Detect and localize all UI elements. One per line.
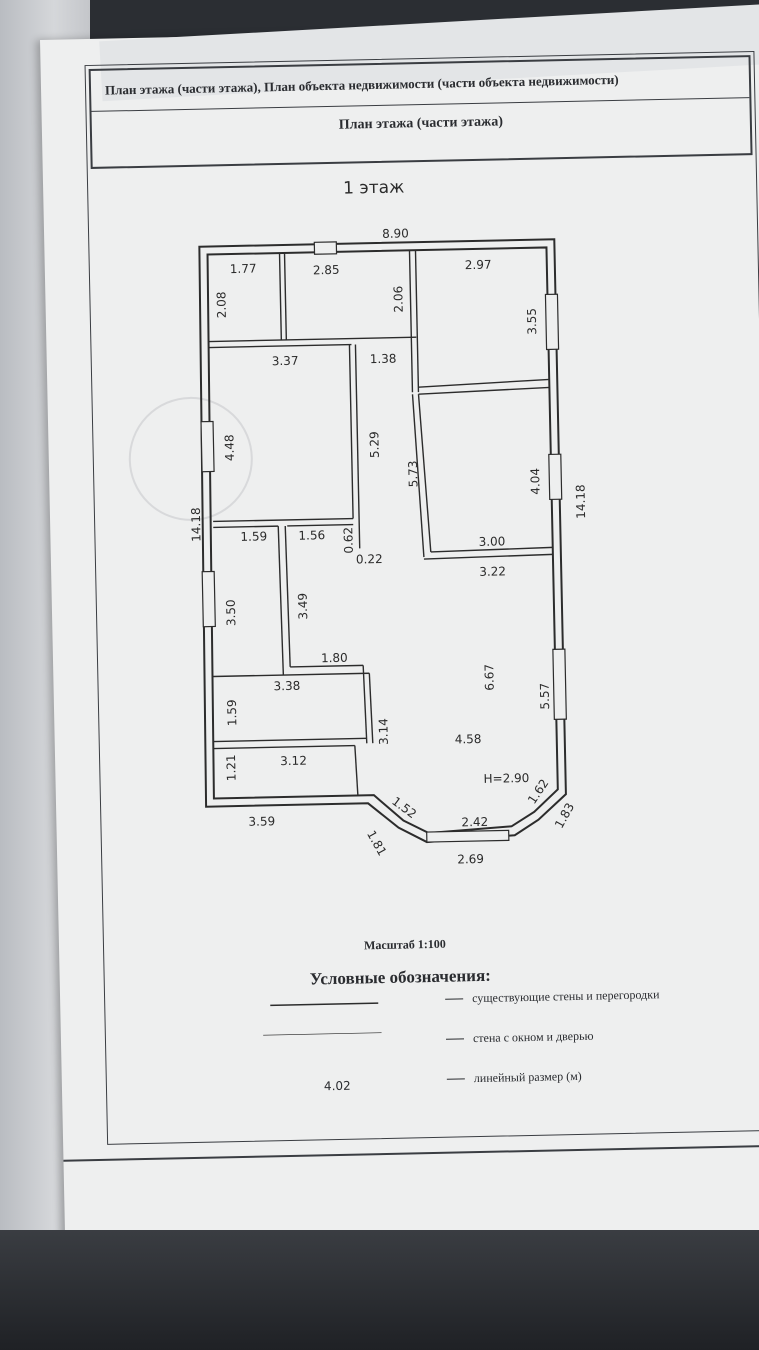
window-right-2 xyxy=(548,453,563,501)
dimension-label: 1.59 xyxy=(225,699,240,726)
window-left-1 xyxy=(200,420,215,473)
wall xyxy=(417,394,432,552)
scale-label: Масштаб 1:100 xyxy=(363,936,446,953)
dimension-label: 3.50 xyxy=(224,599,239,626)
dimension-label: 4.48 xyxy=(222,434,237,461)
wall xyxy=(411,394,425,558)
dimension-label: 3.00 xyxy=(478,534,505,549)
dimension-label: 3.12 xyxy=(280,754,307,769)
dimension-label: 1.81 xyxy=(364,828,389,858)
wall xyxy=(418,378,550,388)
wall xyxy=(213,525,279,529)
wall xyxy=(209,336,417,343)
dimension-label: 3.14 xyxy=(376,718,391,745)
window-right-1 xyxy=(544,293,560,351)
wall xyxy=(418,386,550,395)
dimension-label: 1.80 xyxy=(321,651,348,666)
wall xyxy=(213,672,370,678)
wall xyxy=(362,665,368,744)
page-frame-bottom xyxy=(63,1144,759,1162)
dimension-label: 2.42 xyxy=(461,815,488,830)
dimension-label: 2.69 xyxy=(457,852,484,867)
dimension-label: 3.55 xyxy=(525,308,540,335)
wall xyxy=(209,343,352,349)
dimension-label: 1.56 xyxy=(298,528,325,543)
window-bay xyxy=(426,829,510,843)
wall xyxy=(283,252,288,340)
table-surface xyxy=(0,1230,759,1350)
wall xyxy=(354,745,359,796)
dimension-label: 5.73 xyxy=(406,460,421,487)
legend-window-sample xyxy=(263,1032,382,1040)
wall xyxy=(278,253,283,341)
window-left-2 xyxy=(201,570,216,628)
wall xyxy=(348,344,354,519)
dimension-label: 8.90 xyxy=(382,226,409,241)
dimension-label: 4.58 xyxy=(455,732,482,747)
legend-linear-sample: 4.02 xyxy=(323,1078,351,1094)
wall xyxy=(290,664,364,668)
window-top xyxy=(313,241,338,255)
wall xyxy=(408,250,414,393)
dimension-label: 5.57 xyxy=(538,683,553,710)
wall xyxy=(213,517,354,523)
dimension-label: 4.04 xyxy=(528,468,543,495)
dimension-label: 1.52 xyxy=(389,794,419,821)
floor-title: 1 этаж xyxy=(343,177,405,198)
dimension-label: 3.59 xyxy=(248,814,275,829)
wall xyxy=(368,673,374,744)
wall xyxy=(284,525,291,667)
legend-linear-text: линейный размер (м) xyxy=(473,1068,582,1086)
dimension-label: 2.08 xyxy=(214,291,229,318)
dimension-label: 5.29 xyxy=(367,431,382,458)
dimension-label: 1.83 xyxy=(552,801,577,831)
dimension-label: 14.18 xyxy=(573,484,588,519)
dimension-label: 3.38 xyxy=(273,679,300,694)
legend-title: Условные обозначения: xyxy=(309,965,492,989)
dimension-label: 1.77 xyxy=(230,262,257,277)
wall xyxy=(287,523,354,527)
dimension-label: 14.18 xyxy=(189,507,204,542)
wall xyxy=(423,553,553,560)
dimension-label: 1.21 xyxy=(224,754,239,781)
legend-window-door-text: стена с окном и дверью xyxy=(472,1028,594,1046)
dimension-label: 6.67 xyxy=(482,664,497,691)
wall xyxy=(277,526,285,676)
dimension-label: 1.59 xyxy=(240,529,267,544)
dimension-label: 0.62 xyxy=(341,527,356,554)
dimension-label: 0.22 xyxy=(356,552,383,567)
dimension-label: 3.49 xyxy=(296,593,311,620)
wall xyxy=(414,250,420,393)
legend-wall-sample xyxy=(270,1002,379,1007)
document-page: План этажа (части этажа), План объекта н… xyxy=(40,1,759,1280)
dimension-label: 2.06 xyxy=(391,286,406,313)
dimension-label: 3.22 xyxy=(479,564,506,579)
wall xyxy=(430,546,553,553)
dimension-label: 3.37 xyxy=(272,354,299,369)
dimension-label: 2.85 xyxy=(313,263,340,278)
wall xyxy=(213,737,367,743)
wall xyxy=(213,744,355,750)
floor-plan: 1 этаж 8.90 1.77 2.85 2.97 2.08 2.06 3.5… xyxy=(189,177,588,1040)
wall xyxy=(354,344,361,549)
window-right-3 xyxy=(552,648,567,720)
dimension-label: 2.97 xyxy=(465,258,492,273)
height-label: H=2.90 xyxy=(483,771,529,786)
dimension-label: 1.38 xyxy=(370,352,397,367)
